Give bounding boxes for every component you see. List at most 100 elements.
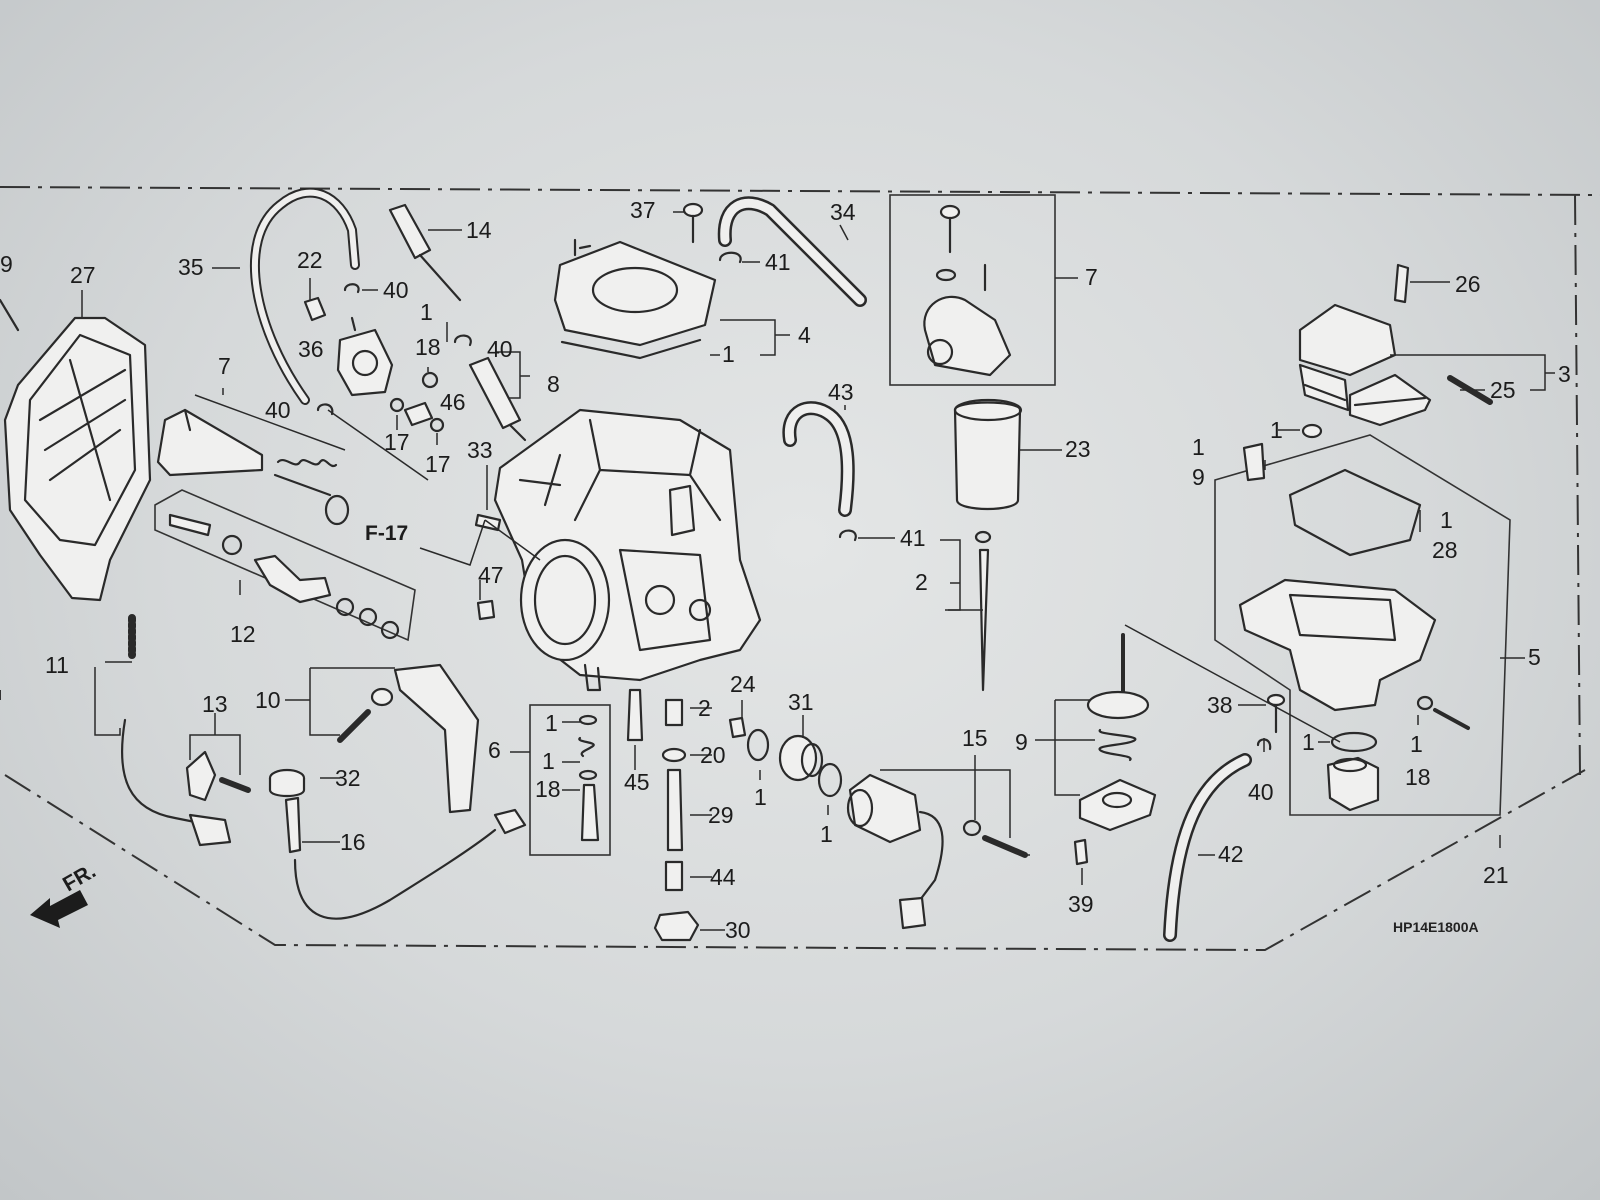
callout-40b: 40	[487, 336, 513, 362]
callout-2b: 2	[698, 695, 711, 721]
jet-44	[664, 860, 684, 892]
diagram-boundary	[0, 186, 1600, 952]
callout-23: 23	[1065, 436, 1091, 462]
callout-20: 20	[700, 742, 726, 768]
mixture-screw-8	[468, 356, 527, 442]
clip-41a	[718, 251, 742, 264]
float-chamber	[1238, 578, 1437, 712]
clip-40b	[453, 334, 472, 347]
small-parts-group-5	[1242, 423, 1470, 812]
air-cleaner-case	[0, 298, 152, 602]
callout-28: 28	[1432, 537, 1458, 563]
callout-1k: 1	[1410, 731, 1423, 757]
group-5-frame	[1214, 434, 1511, 816]
choke-assembly-7	[923, 204, 1012, 377]
callout-44: 44	[710, 864, 736, 890]
callout-29: 29	[708, 802, 734, 828]
callout-16: 16	[340, 829, 366, 855]
clip-40c	[316, 403, 334, 416]
front-arrow-label: FR.	[59, 859, 100, 896]
callout-1c: 1	[1270, 417, 1283, 443]
callout-17a: 17	[384, 429, 410, 455]
washer-17a	[389, 397, 405, 413]
callout-30: 30	[725, 917, 751, 943]
callout-1h: 1	[754, 784, 767, 810]
callout-10: 10	[255, 687, 281, 713]
callout-43: 43	[828, 379, 854, 405]
insulator-31	[778, 734, 824, 782]
accelerator-pump-9	[1078, 633, 1157, 832]
clip-40a	[343, 283, 360, 294]
callout-31: 31	[788, 689, 814, 715]
group-7-box	[889, 194, 1056, 386]
callout-9c: 9	[1015, 729, 1028, 755]
leader-lines	[81, 211, 1555, 931]
callout-38: 38	[1207, 692, 1233, 718]
nut-20	[661, 747, 687, 763]
callout-1i: 1	[820, 821, 833, 847]
drawing-code: HP14E1800A	[1393, 919, 1479, 935]
solenoid-15	[846, 773, 1028, 930]
callout-34: 34	[830, 199, 856, 225]
callout-1j: 1	[1302, 729, 1315, 755]
pilot-screw-14	[388, 203, 462, 302]
callout-18c: 18	[1405, 764, 1431, 790]
screw-39	[1073, 838, 1089, 866]
callout-1d: 1	[1192, 434, 1205, 460]
screw-37	[682, 202, 704, 244]
callout-32: 32	[335, 765, 361, 791]
plug-30	[653, 910, 700, 942]
callout-11: 11	[45, 652, 69, 678]
callout-1f: 1	[545, 710, 558, 736]
group-6-box	[529, 704, 611, 856]
callout-7a: 7	[218, 353, 231, 379]
callout-25: 25	[1490, 377, 1516, 403]
callout-12: 12	[230, 621, 256, 647]
callout-labels: 9 27 35 22 14 40 1 36 18 40 8 7 40 46 17…	[0, 197, 1571, 943]
lever-10	[337, 663, 480, 814]
pin-46	[403, 401, 434, 427]
group-12-frame	[154, 489, 416, 642]
callout-47: 47	[478, 562, 504, 588]
screw-24	[728, 716, 747, 739]
callout-22: 22	[297, 247, 323, 273]
callout-1b: 1	[722, 341, 735, 367]
throttle-lever-group-12	[168, 513, 400, 640]
jet-29	[666, 768, 684, 852]
callout-40d: 40	[1248, 779, 1274, 805]
callout-7b: 7	[1085, 264, 1098, 290]
callout-1e: 1	[1440, 507, 1453, 533]
callout-35: 35	[178, 254, 204, 280]
callout-26: 26	[1455, 271, 1481, 297]
page-ref: F-17	[365, 522, 408, 545]
throttle-shaft-group	[156, 408, 350, 526]
callout-41a: 41	[765, 249, 791, 275]
screw-47	[476, 599, 496, 621]
callout-9-left: 9	[0, 251, 13, 277]
float-3	[1298, 303, 1432, 427]
jet-45	[626, 688, 644, 742]
bracket-13	[185, 750, 251, 802]
callout-3: 3	[1558, 361, 1571, 387]
callout-45: 45	[624, 769, 650, 795]
callout-5: 5	[1528, 644, 1541, 670]
callout-17b: 17	[425, 451, 451, 477]
callout-41b: 41	[900, 525, 926, 551]
callout-15: 15	[962, 725, 988, 751]
valve-assembly-36	[303, 296, 394, 397]
callout-39: 39	[1068, 891, 1094, 917]
washer-17b	[429, 417, 445, 433]
callout-14: 14	[466, 217, 492, 243]
callout-8: 8	[547, 371, 560, 397]
top-cover-4	[553, 238, 717, 360]
callout-6: 6	[488, 737, 501, 763]
carburetor-body	[493, 408, 762, 692]
slide-23	[953, 398, 1023, 511]
callout-40a: 40	[383, 277, 409, 303]
cap-32	[268, 768, 306, 798]
callout-42: 42	[1218, 841, 1244, 867]
callout-27: 27	[70, 262, 96, 288]
callout-4: 4	[798, 322, 811, 348]
